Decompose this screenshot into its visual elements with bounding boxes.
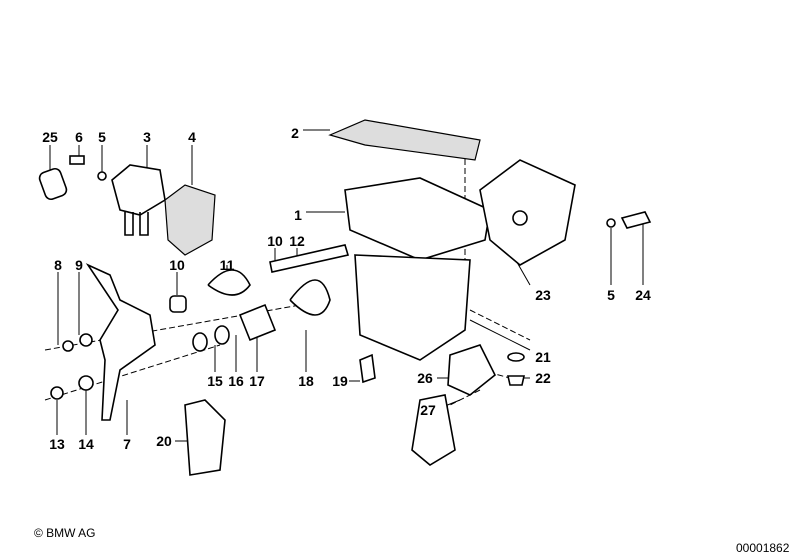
- copyright-text: © BMW AG: [34, 526, 96, 540]
- bushing-part: [238, 303, 277, 342]
- part-label[interactable]: 23: [535, 287, 551, 303]
- washer-part: [97, 171, 107, 181]
- part-label[interactable]: 7: [123, 436, 131, 452]
- clip-part: [184, 399, 226, 476]
- washer-part: [606, 218, 616, 228]
- screw-part: [620, 211, 652, 229]
- part-label[interactable]: 5: [607, 287, 615, 303]
- top-gasket-part: [328, 119, 481, 161]
- bracket-part: [111, 164, 166, 236]
- part-label[interactable]: 15: [207, 373, 223, 389]
- part-label[interactable]: 22: [535, 370, 551, 386]
- sleeve-part: [38, 167, 68, 201]
- part-label[interactable]: 4: [188, 129, 196, 145]
- image-number: 00001862: [736, 541, 790, 555]
- part-label[interactable]: 10: [169, 257, 185, 273]
- part-label[interactable]: 19: [332, 373, 348, 389]
- part-label[interactable]: 21: [535, 349, 551, 365]
- part-label[interactable]: 27: [420, 402, 436, 418]
- gasket-part: [164, 184, 216, 256]
- part-label[interactable]: 25: [42, 129, 58, 145]
- part-label[interactable]: 20: [156, 433, 172, 449]
- part-label[interactable]: 12: [289, 233, 305, 249]
- connector-part: [447, 344, 497, 396]
- part-number-labels: 25 6 5 3 4 2 1 10 12 8 9 10 11 23 5 24 2…: [42, 125, 651, 452]
- throttle-switch-part: [479, 159, 576, 266]
- part-label[interactable]: 3: [143, 129, 151, 145]
- lever-part: [85, 263, 156, 421]
- part-label[interactable]: 9: [75, 257, 83, 273]
- part-label[interactable]: 2: [291, 125, 299, 141]
- parts: [38, 119, 652, 476]
- part-label[interactable]: 11: [220, 257, 235, 273]
- part-label[interactable]: 17: [249, 373, 265, 389]
- spring-part: [289, 279, 331, 316]
- part-label[interactable]: 10: [267, 233, 283, 249]
- part-label[interactable]: 18: [298, 373, 314, 389]
- part-label[interactable]: 5: [98, 129, 106, 145]
- part-label[interactable]: 14: [78, 436, 94, 452]
- part-label[interactable]: 1: [294, 207, 302, 223]
- throttle-housing-flange: [344, 177, 491, 261]
- part-label[interactable]: 26: [417, 370, 433, 386]
- part-label[interactable]: 24: [635, 287, 651, 303]
- part-label[interactable]: 13: [49, 436, 65, 452]
- pin-part: [359, 353, 376, 384]
- part-label[interactable]: 8: [54, 257, 62, 273]
- boot-part: [411, 394, 456, 466]
- screw-part: [69, 155, 85, 165]
- spring-part: [207, 269, 251, 296]
- part-label[interactable]: 16: [228, 373, 244, 389]
- shaft-part: [269, 244, 350, 273]
- throttle-body-part: [354, 254, 471, 361]
- part-label[interactable]: 6: [75, 129, 83, 145]
